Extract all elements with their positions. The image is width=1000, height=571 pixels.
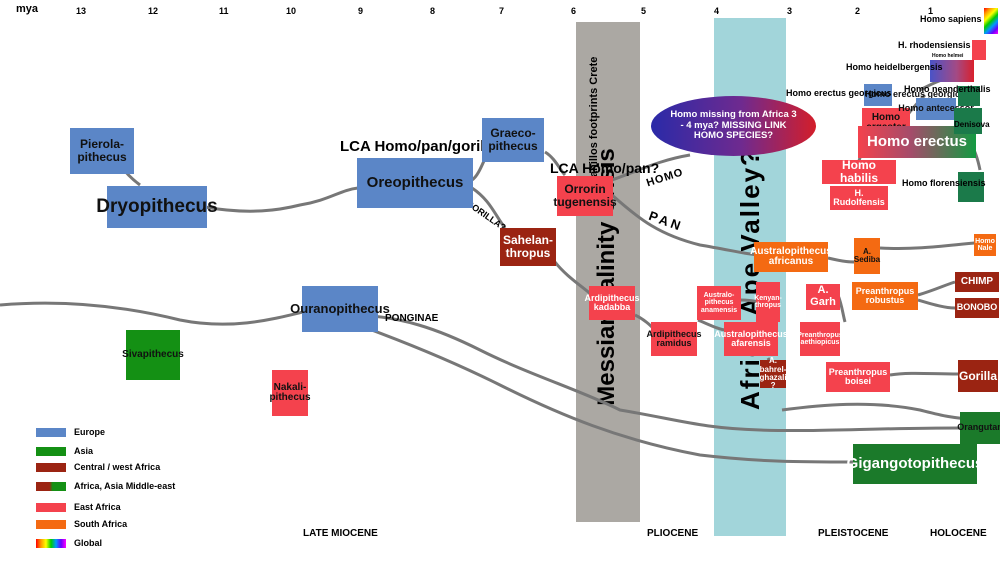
node-rhodesiensis: [972, 40, 986, 60]
node-orangutan: Orangutan: [957, 412, 1000, 444]
legend-item: Asia: [36, 446, 93, 456]
legend-swatch: [36, 502, 66, 512]
node-sivapithecus: Sivapithecus: [122, 330, 184, 380]
legend-item: Africa, Asia Middle-east: [36, 481, 175, 491]
node-denisova: [954, 108, 982, 134]
legend-label: South Africa: [74, 519, 128, 529]
legend-item: Europe: [36, 427, 105, 437]
legend-item: East Africa: [36, 502, 121, 512]
axis-tick: 6: [571, 6, 577, 16]
label-ponginae: PONGINAE: [385, 313, 439, 324]
axis-tick: 11: [219, 6, 229, 16]
era-pliocene: PLIOCENE: [647, 528, 699, 539]
node-heidelbergensis: [930, 60, 974, 82]
label-helmei: Homo helmei: [932, 53, 964, 59]
label-denisova: Denisova: [954, 120, 990, 129]
axis-tick: 5: [641, 6, 647, 16]
node-habilis: Homo habilis: [822, 159, 896, 184]
node-ramidus: Ardipithecus ramidus: [647, 322, 702, 356]
legend-swatch: [36, 427, 66, 437]
legend-label: Global: [74, 538, 103, 548]
node-garhi: A. Garh: [806, 284, 840, 310]
legend-swatch: [36, 481, 66, 491]
legend-label: Asia: [74, 446, 94, 456]
node-africanus: Australopithecus africanus: [750, 242, 832, 272]
legend-swatch: [36, 519, 66, 529]
axis-tick: 13: [76, 6, 87, 16]
legend-swatch: [36, 462, 66, 472]
node-dryopithecus: Dryopithecus: [96, 186, 218, 228]
node-aethiopicus: Preanthropus aethiopicus: [797, 322, 843, 356]
era-pleistocene: PLEISTOCENE: [818, 528, 889, 539]
node-afarensis: Australopithecus afarensis: [714, 322, 788, 356]
legend-label: East Africa: [74, 502, 121, 512]
legend-item: South Africa: [36, 519, 127, 529]
node-graecopithecus: Graeco-pithecus: [482, 118, 544, 162]
node-boisei: Preanthropus boisei: [826, 362, 890, 392]
axis-unit: mya: [16, 3, 39, 15]
axis-tick: 8: [430, 6, 436, 16]
axis-tick: 4: [714, 6, 720, 16]
legend-label: Central / west Africa: [74, 462, 161, 472]
node-antecessor: Homo antecessor: [898, 98, 974, 120]
axis-tick: 3: [787, 6, 793, 16]
axis-tick: 1: [928, 6, 934, 16]
node-floresiensis: [958, 172, 984, 202]
axis-tick: 9: [358, 6, 364, 16]
node-sediba: A. Sediba: [854, 238, 880, 274]
label-rhodesiensis: H. rhodensiensis: [898, 40, 971, 50]
node-neanderthalis: [958, 86, 980, 106]
legend-label: Europe: [74, 427, 106, 437]
node-sahelanthropus: Sahelan-thropus: [500, 228, 556, 266]
legend-label: Africa, Asia Middle-east: [74, 481, 176, 491]
axis-tick: 7: [499, 6, 505, 16]
node-anamensis: Australo-pithecus anamensis: [697, 286, 741, 320]
node-pierolapithecus: Pierola-pithecus: [70, 128, 134, 174]
label-lca-homo-pan-gorilla: LCA Homo/pan/gorilla?: [340, 138, 507, 155]
label-georgicus: Homo erectus georgicus: [786, 88, 892, 98]
node-sapiens: [984, 8, 998, 34]
axis-tick: 12: [148, 6, 159, 16]
legend-swatch: [36, 446, 66, 456]
node-robustus: Preanthropus robustus: [852, 282, 918, 310]
node-georgicus: Homo erectus georgicus: [864, 84, 971, 106]
axis-tick: 10: [286, 6, 297, 16]
legend-item: Global: [36, 538, 102, 548]
node-orrorin: Orrorin tugenensis: [553, 176, 617, 216]
legend-item: Central / west Africa: [36, 462, 160, 472]
node-gorilla: Gorilla: [958, 360, 998, 392]
node-ouranopithecus: Ouranopithecus: [290, 286, 390, 332]
node-chimp: CHIMP: [955, 272, 999, 292]
node-nakalipithecus: Nakali-pithecus: [269, 370, 311, 416]
label-lca-homo-pan: LCA Homo/pan?: [550, 160, 660, 176]
era-holocene: HOLOCENE: [930, 528, 987, 539]
node-bahrelghazali: A. bahrel-ghazali ?: [759, 356, 787, 391]
node-rudolfensis: H. Rudolfensis: [830, 186, 888, 210]
node-oreopithecus: Oreopithecus: [357, 158, 473, 208]
missing-link-ellipse: Homo missing from Africa 3 - 4 mya? MISS…: [651, 96, 816, 156]
node-kenyanthropus: Kenyan-thropus: [754, 282, 782, 322]
legend-swatch: [36, 538, 66, 548]
node-bonobo: BONOBO: [955, 298, 999, 318]
label-neanderthalis: Homo neanderthalis: [904, 84, 991, 94]
label-floresiensis: Homo florensiensis: [902, 178, 986, 188]
node-gigantopithecus: Gigangotopithecus: [847, 444, 983, 484]
axis-tick: 2: [855, 6, 861, 16]
node-kadabba: Ardipithecus kadabba: [585, 286, 640, 320]
label-sapiens: Homo sapiens: [920, 14, 982, 24]
label-heidelbergensis: Homo heidelbergensis: [846, 62, 943, 72]
missing-link-text: Homo missing from Africa 3 - 4 mya? MISS…: [670, 108, 797, 142]
node-naledi: Homo Nale: [974, 234, 996, 256]
era-late-miocene: LATE MIOCENE: [303, 528, 378, 539]
